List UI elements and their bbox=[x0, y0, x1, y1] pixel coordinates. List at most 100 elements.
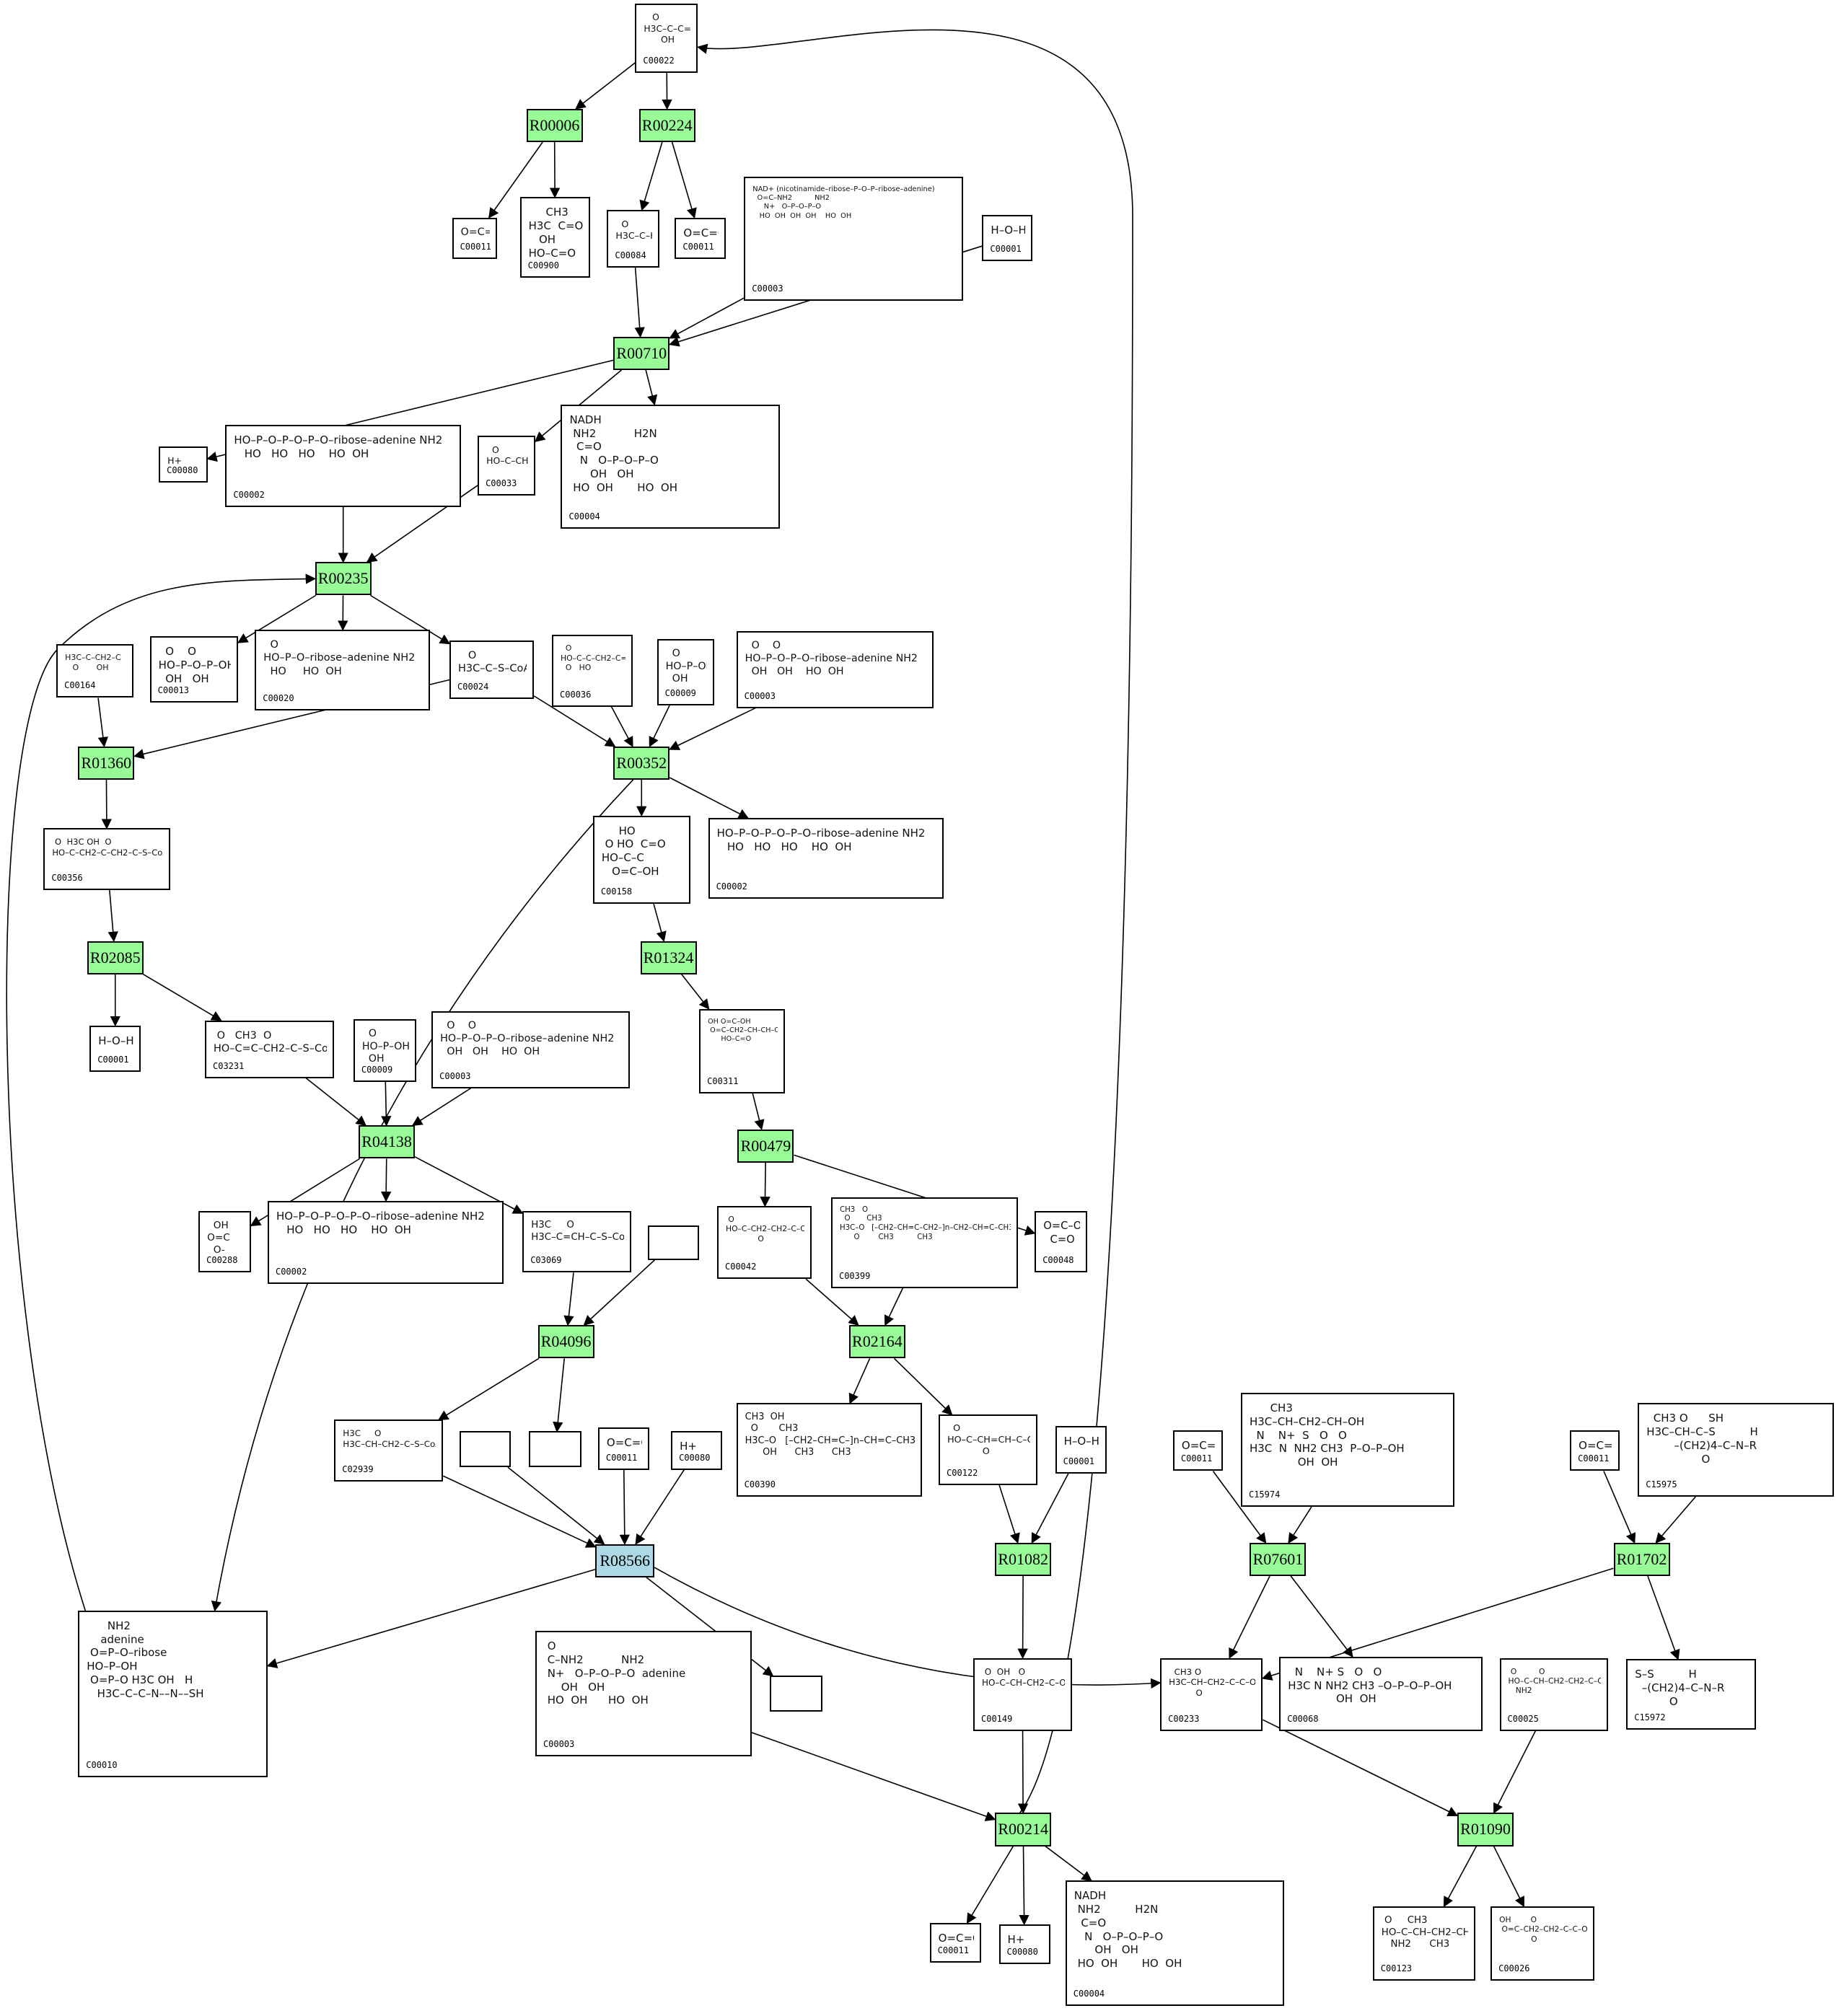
compound-node-c00011[interactable]: O=C=OC00011 bbox=[452, 217, 497, 259]
reaction-node-r04138[interactable]: R04138 bbox=[359, 1125, 416, 1159]
reaction-node-r02164[interactable]: R02164 bbox=[848, 1325, 905, 1359]
reaction-node-r07601[interactable]: R07601 bbox=[1250, 1542, 1307, 1577]
compound-node-c00011[interactable]: O=C=OC00011 bbox=[675, 217, 726, 259]
structure-drawing: O=C=O bbox=[460, 226, 490, 238]
compound-node-c00003[interactable]: O O HO–P–O–P–O–ribose–adenine NH2 OH OH … bbox=[736, 631, 934, 708]
compound-node-c00002[interactable]: HO–P–O–P–O–P–O–ribose–adenine NH2 HO HO … bbox=[267, 1200, 504, 1285]
compound-id-label: C00149 bbox=[981, 1713, 1013, 1724]
structure-drawing: O HO–C–C–CH2–C=O O HO bbox=[561, 643, 625, 673]
edge-r00224-to-c00011b bbox=[671, 141, 697, 219]
reaction-node-r01702[interactable]: R01702 bbox=[1613, 1542, 1670, 1577]
reaction-node-r00006[interactable]: R00006 bbox=[526, 108, 583, 143]
reaction-node-r01082[interactable]: R01082 bbox=[995, 1542, 1052, 1577]
reaction-node-r00479[interactable]: R00479 bbox=[737, 1129, 794, 1163]
compound-node-c00011[interactable]: O=C=OC00011 bbox=[597, 1427, 649, 1470]
compound-node-c00068[interactable]: N N+ S O O H3C N NH2 CH3 –O–P–O–P–OH OH … bbox=[1279, 1656, 1483, 1731]
structure-drawing: O H3C–C–S–CoA bbox=[458, 649, 527, 674]
compound-node-c00010[interactable]: NH2 adenine O=P–O–ribose HO–P–OH O=P–O H… bbox=[78, 1610, 268, 1777]
compound-node-c00399[interactable]: CH3 O O CH3 H3C–O [–CH2–CH=C–CH2–]n–CH2–… bbox=[830, 1197, 1019, 1288]
compound-node-c00003[interactable]: O O HO–P–O–P–O–ribose–adenine NH2 OH OH … bbox=[431, 1011, 631, 1088]
compound-node-c00002[interactable]: HO–P–O–P–O–P–O–ribose–adenine NH2 HO HO … bbox=[225, 425, 461, 507]
reaction-node-r04096[interactable]: R04096 bbox=[537, 1325, 594, 1359]
compound-node-c00011[interactable]: O=C=OC00011 bbox=[929, 1923, 981, 1963]
structure-drawing: O HO–C–CH2–CH2–C–OH O bbox=[726, 1215, 805, 1244]
edge-blank2-to-r08566 bbox=[507, 1466, 605, 1545]
structure-drawing: S–S H –(CH2)4–C–N–R O bbox=[1635, 1668, 1725, 1708]
compound-node-c00288[interactable]: OH O=C O-C00288 bbox=[198, 1211, 251, 1273]
reaction-node-r01324[interactable]: R01324 bbox=[640, 941, 697, 974]
compound-node-c00080[interactable]: H+C00080 bbox=[159, 446, 208, 483]
compound-id-label: C00004 bbox=[1073, 1989, 1105, 1999]
reaction-node-r02085[interactable]: R02085 bbox=[87, 941, 144, 974]
compound-node-c00002[interactable]: HO–P–O–P–O–P–O–ribose–adenine NH2 HO HO … bbox=[708, 818, 944, 899]
compound-node-c15974[interactable]: CH3 H3C–CH–CH2–CH–OH N N+ S O O H3C N NH… bbox=[1240, 1393, 1455, 1507]
reaction-node-r00214[interactable]: R00214 bbox=[995, 1813, 1052, 1846]
structure-drawing: O HO–C–CH=CH–C–OH O bbox=[947, 1423, 1030, 1458]
compound-node-c00004[interactable]: NADH NH2 H2N C=O N O–P–O–P–O OH OH HO OH… bbox=[561, 404, 780, 529]
empty-compound-node[interactable] bbox=[769, 1676, 822, 1712]
structure-drawing: O OH O HO–C–CH–CH2–C–OH bbox=[982, 1666, 1065, 1688]
compound-node-c00011[interactable]: O=C=OC00011 bbox=[1570, 1430, 1620, 1471]
compound-node-c00149[interactable]: O OH O HO–C–CH–CH2–C–OH C00149 bbox=[973, 1658, 1072, 1731]
structure-drawing: H+ bbox=[167, 455, 183, 467]
compound-id-label: C00026 bbox=[1498, 1963, 1530, 1973]
structure-drawing: O HO–P–OH OH bbox=[665, 647, 708, 685]
reaction-node-r00224[interactable]: R00224 bbox=[638, 108, 695, 143]
compound-node-c00011[interactable]: O=C=OC00011 bbox=[1172, 1430, 1224, 1471]
compound-node-c00080[interactable]: H+C00080 bbox=[998, 1924, 1050, 1964]
empty-compound-node[interactable] bbox=[529, 1431, 581, 1468]
reaction-node-r00235[interactable]: R00235 bbox=[315, 562, 372, 596]
compound-node-c00036[interactable]: O HO–C–C–CH2–C=O O HO C00036 bbox=[552, 635, 633, 707]
compound-id-label: C00390 bbox=[744, 1479, 776, 1489]
compound-node-c00003[interactable]: NAD+ (nicotinamide–ribose–P–O–P–ribose–a… bbox=[744, 176, 963, 301]
edge-r00235-to-c00013 bbox=[237, 594, 317, 643]
reaction-node-r08566[interactable]: R08566 bbox=[595, 1544, 655, 1577]
empty-compound-node[interactable] bbox=[648, 1225, 700, 1260]
reaction-node-r00710[interactable]: R00710 bbox=[613, 336, 670, 370]
compound-id-label: C00002 bbox=[275, 1267, 307, 1277]
compound-id-label: C00036 bbox=[560, 689, 592, 700]
compound-node-c00390[interactable]: CH3 OH O CH3 H3C–O [–CH2–CH=C–]n–CH=C–CH… bbox=[736, 1403, 922, 1497]
compound-node-c00033[interactable]: O HO–C–CH3C00033 bbox=[478, 435, 535, 496]
compound-id-label: C00003 bbox=[752, 283, 783, 294]
reaction-node-r00352[interactable]: R00352 bbox=[613, 746, 670, 780]
reaction-node-r01090[interactable]: R01090 bbox=[1457, 1813, 1514, 1846]
compound-node-c00003[interactable]: O C–NH2 NH2 N+ O–P–O–P–O adenine OH OH H… bbox=[535, 1631, 752, 1757]
edge-r01702-to-c15972 bbox=[1647, 1575, 1680, 1660]
edge-r00214-to-c00080c bbox=[1019, 1846, 1029, 1926]
empty-compound-node[interactable] bbox=[460, 1431, 512, 1468]
compound-node-c00084[interactable]: O H3C–C–HC00084 bbox=[607, 210, 660, 268]
edge-c00311-to-r00479 bbox=[752, 1093, 765, 1130]
compound-node-c00080[interactable]: H+C00080 bbox=[671, 1431, 723, 1470]
compound-node-c00004[interactable]: NADH NH2 H2N C=O N O–P–O–P–O OH OH HO OH… bbox=[1065, 1880, 1285, 2007]
structure-drawing: HO–P–O–P–O–P–O–ribose–adenine NH2 HO HO … bbox=[276, 1209, 485, 1236]
edge-r00214-to-c00011f bbox=[966, 1846, 1014, 1924]
reaction-node-r01360[interactable]: R01360 bbox=[78, 746, 135, 780]
